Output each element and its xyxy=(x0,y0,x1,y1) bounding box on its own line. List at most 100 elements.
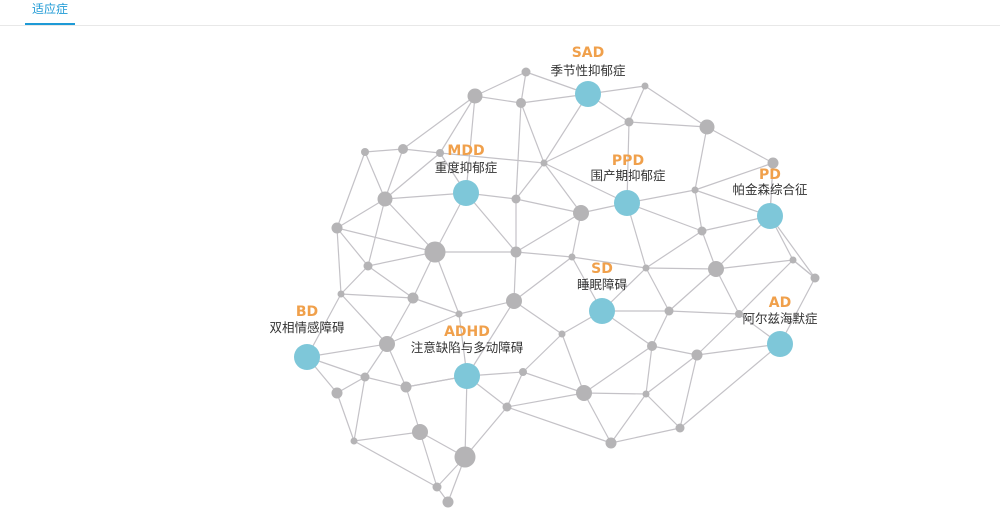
network-node xyxy=(691,186,699,194)
network-edge xyxy=(651,345,698,356)
condition-node xyxy=(614,190,640,216)
network-edge xyxy=(340,293,414,299)
network-edge xyxy=(515,212,582,253)
network-edge xyxy=(465,95,476,194)
network-edge xyxy=(464,406,508,458)
network-edge xyxy=(520,71,527,104)
network-node xyxy=(467,88,483,104)
network-edge xyxy=(520,102,545,164)
condition-node xyxy=(294,344,320,370)
network-edge xyxy=(513,256,573,302)
network-edge xyxy=(466,300,515,377)
network-edge xyxy=(543,162,582,214)
network-edge xyxy=(353,431,421,442)
network-edge xyxy=(792,259,816,279)
network-edge xyxy=(434,251,460,315)
network-node xyxy=(398,144,408,154)
network-node xyxy=(331,387,343,399)
label-sad-abbr: SAD xyxy=(572,45,605,61)
condition-node xyxy=(453,180,479,206)
network-edge xyxy=(694,189,703,232)
network-node xyxy=(558,330,566,338)
network-edge xyxy=(367,198,386,267)
network-edge xyxy=(610,427,681,444)
label-sad-name: 季节性抑郁症 xyxy=(550,63,625,78)
label-bd-abbr: BD xyxy=(296,304,318,320)
network-edge xyxy=(336,227,342,295)
network-edge xyxy=(645,230,703,269)
network-node xyxy=(519,368,527,376)
condition-labels: SAD 季节性抑郁症 MDD 重度抑郁症 PPD 围产期抑郁症 PD 帕金森综合… xyxy=(269,45,817,355)
network-edge xyxy=(715,259,794,270)
label-ppd-name: 围产期抑郁症 xyxy=(590,168,665,183)
network-edge xyxy=(336,392,355,442)
network-edge xyxy=(353,376,366,442)
network-edge xyxy=(679,343,781,429)
network-edge xyxy=(645,354,698,395)
network-node xyxy=(540,159,548,167)
network-node xyxy=(424,241,446,263)
network-edge xyxy=(610,393,647,444)
tab-indications[interactable]: 适应症 xyxy=(25,0,75,25)
network-edge xyxy=(506,406,612,444)
network-node xyxy=(691,349,703,361)
network-edge xyxy=(583,345,653,394)
label-mdd-name: 重度抑郁症 xyxy=(435,160,498,175)
network-edge xyxy=(645,267,717,270)
network-node xyxy=(455,310,463,318)
condition-node xyxy=(575,81,601,107)
network-edge xyxy=(561,333,585,394)
label-sd-name: 睡眠障碍 xyxy=(577,277,627,292)
network-edge xyxy=(645,393,681,429)
network-node xyxy=(436,149,444,157)
network-node xyxy=(664,306,674,316)
network-node xyxy=(442,496,454,508)
network-edge xyxy=(628,121,708,128)
network-node xyxy=(379,336,395,352)
network-edge xyxy=(543,121,630,164)
network-edge xyxy=(626,202,703,232)
network-node xyxy=(432,482,442,492)
network-edge xyxy=(668,268,717,312)
condition-node xyxy=(454,363,480,389)
label-pd-name: 帕金森综合征 xyxy=(732,182,808,197)
network-edges xyxy=(306,71,816,503)
network-edge xyxy=(626,121,630,204)
network-edge xyxy=(340,293,388,345)
network-node xyxy=(810,273,820,283)
network-edge xyxy=(367,265,414,299)
network-node xyxy=(337,290,345,298)
condition-node xyxy=(589,298,615,324)
network-edge xyxy=(336,227,369,267)
network-edge xyxy=(706,126,774,164)
network-node xyxy=(576,385,592,401)
condition-node xyxy=(767,331,793,357)
network-edge xyxy=(340,265,369,295)
network-edge xyxy=(645,345,653,395)
network-node xyxy=(521,67,531,77)
label-pd-abbr: PD xyxy=(759,167,781,183)
network-edge xyxy=(336,151,366,229)
network-edge xyxy=(364,151,386,200)
network-edge xyxy=(651,310,670,347)
tab-bar: 适应症 xyxy=(0,0,1000,26)
network-edge xyxy=(367,251,436,267)
network-edge xyxy=(515,198,582,214)
network-edge xyxy=(384,192,467,200)
network-edge xyxy=(583,392,612,444)
network-edge xyxy=(464,375,468,458)
label-adhd-name: 注意缺陷与多动障碍 xyxy=(411,340,524,355)
network-edge xyxy=(694,189,771,217)
network-node xyxy=(400,381,412,393)
network-edge xyxy=(384,148,404,200)
network-node xyxy=(642,390,650,398)
network-node xyxy=(360,372,370,382)
network-node xyxy=(699,119,715,135)
network-edge xyxy=(474,95,522,104)
network-edge xyxy=(384,198,436,253)
network-edge xyxy=(696,343,781,356)
label-adhd-abbr: ADHD xyxy=(444,324,490,340)
network-node xyxy=(510,246,522,258)
network-edge xyxy=(694,126,708,191)
